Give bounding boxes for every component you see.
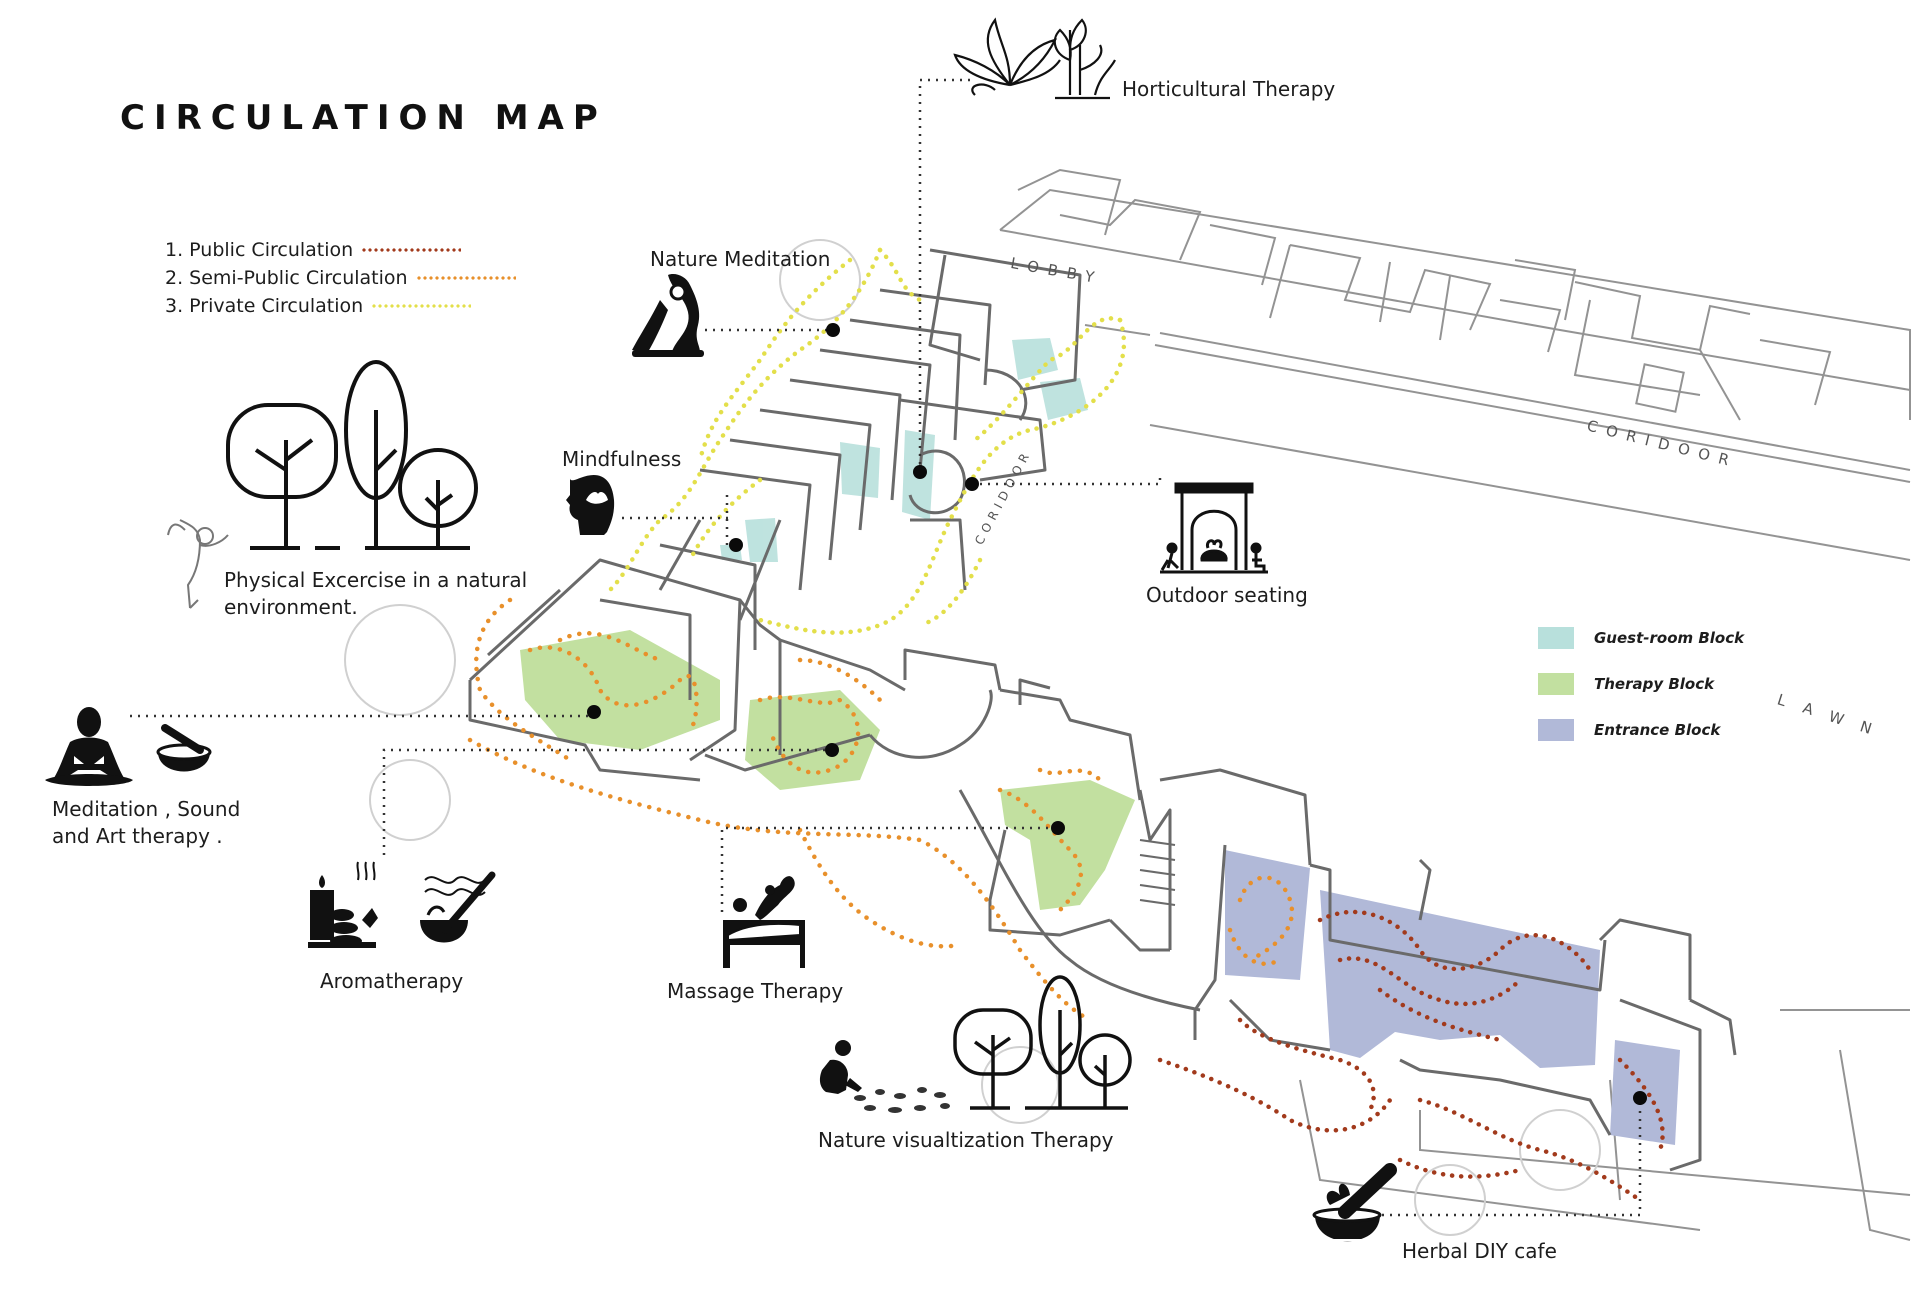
label-mindfulness: Mindfulness xyxy=(562,447,682,471)
marker-mindfulness xyxy=(729,538,743,552)
label-herbal-diy-cafe: Herbal DIY cafe xyxy=(1402,1239,1557,1263)
site-trees-background xyxy=(344,239,1601,1236)
therapy-swatch xyxy=(1538,673,1574,695)
marker-nature-meditation xyxy=(826,323,840,337)
floor-plan-background xyxy=(999,168,1911,1241)
incense-bowl-icon xyxy=(420,871,496,943)
block-legend: Guest-room Block Therapy Block Entrance … xyxy=(1538,615,1744,753)
singing-bowl-icon xyxy=(156,724,212,772)
legend-label: 2. Semi-Public Circulation xyxy=(165,267,408,289)
label-meditation-line2: and Art therapy . xyxy=(52,824,223,848)
label-outdoor-seating: Outdoor seating xyxy=(1146,583,1308,607)
label-physical-exercise-line1: Physical Excercise in a natural xyxy=(224,568,528,592)
massage-icon xyxy=(723,876,805,968)
legend-entrance-block: Entrance Block xyxy=(1538,707,1744,753)
entrance-swatch xyxy=(1538,719,1574,741)
public-circulation-path xyxy=(1157,909,1665,1203)
entrance-block xyxy=(1225,850,1680,1145)
semi-public-circulation-path xyxy=(467,597,1295,1023)
label-aromatherapy: Aromatherapy xyxy=(320,969,464,993)
herbal-mortar-icon xyxy=(1312,1163,1397,1248)
label-nature-visualization-therapy: Nature visualtization Therapy xyxy=(818,1128,1114,1152)
page-title: CIRCULATION MAP xyxy=(120,98,607,138)
location-markers xyxy=(587,323,1647,1105)
label-horticultural-therapy: Horticultural Therapy xyxy=(1122,77,1336,101)
trees-icon xyxy=(953,975,1132,1110)
legend-therapy-block: Therapy Block xyxy=(1538,661,1744,707)
block-zones xyxy=(520,338,1680,1145)
legend-label: 3. Private Circulation xyxy=(165,295,364,317)
plants-icon xyxy=(953,17,1116,100)
legend-private-circulation: 3. Private Circulation xyxy=(165,292,516,320)
marker-aromatherapy xyxy=(825,743,839,757)
legend-label: Guest-room Block xyxy=(1594,629,1745,647)
label-massage-therapy: Massage Therapy xyxy=(667,979,844,1003)
legend-label: Entrance Block xyxy=(1594,721,1721,739)
building-sketch xyxy=(468,248,1737,1172)
legend-guest-room-block: Guest-room Block xyxy=(1538,615,1744,661)
legend-public-circulation: 1. Public Circulation xyxy=(165,236,516,264)
public-circulation-swatch xyxy=(361,248,462,252)
marker-outdoor-seating xyxy=(965,477,979,491)
marker-meditation xyxy=(587,705,601,719)
yoga-figure-icon xyxy=(632,274,704,357)
marker-massage xyxy=(1051,821,1065,835)
label-meditation-line1: Meditation , Sound xyxy=(52,797,241,821)
candles-stones-icon xyxy=(308,861,378,948)
legend-semi-public-circulation: 2. Semi-Public Circulation xyxy=(165,264,516,292)
label-nature-meditation: Nature Meditation xyxy=(650,247,831,271)
head-lotus-icon xyxy=(566,474,615,535)
semi-public-circulation-swatch xyxy=(415,276,516,280)
meditating-person-icon xyxy=(45,707,133,786)
leader-lines xyxy=(130,78,1642,1217)
yoga-pose-icon xyxy=(167,519,229,609)
legend-label: 1. Public Circulation xyxy=(165,239,354,261)
trees-icon xyxy=(226,360,478,550)
crouching-person-icon xyxy=(819,1040,950,1113)
marker-herbal xyxy=(1633,1091,1647,1105)
guest-room-swatch xyxy=(1538,627,1574,649)
circulation-legend: 1. Public Circulation 2. Semi-Public Cir… xyxy=(165,236,516,320)
marker-horticultural xyxy=(913,465,927,479)
label-physical-exercise-line2: environment. xyxy=(224,595,358,619)
private-circulation-swatch xyxy=(371,304,472,308)
arch-seating-icon xyxy=(1160,482,1268,574)
legend-label: Therapy Block xyxy=(1594,675,1715,693)
